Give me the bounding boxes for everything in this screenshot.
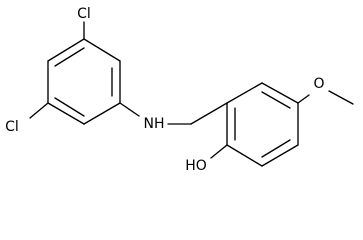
bond-left-ring-6: [47, 38, 85, 62]
bond-right-ring-double-2: [261, 139, 291, 158]
hydroxyl-label: HO: [185, 158, 207, 174]
chemical-structure: Cl Cl NH HO O: [5, 6, 354, 174]
bond-left-ring-double-3: [54, 97, 85, 117]
bond-ring-to-methoxy-o: [297, 94, 310, 104]
bond-ring-to-nh: [119, 102, 140, 117]
bond-left-ring-double-1: [54, 47, 85, 67]
bond-cl-bottom: [29, 102, 49, 119]
bond-left-ring-4: [47, 102, 85, 125]
bond-left-ring-3: [83, 102, 121, 125]
bond-methoxy-o-to-methyl: [328, 90, 354, 105]
bond-ring-to-oh: [210, 144, 228, 159]
bond-right-ring-4: [261, 144, 299, 167]
amine-label: NH: [144, 116, 165, 132]
chlorine-label-top: Cl: [77, 6, 91, 22]
chlorine-label-bottom: Cl: [5, 119, 19, 135]
bond-left-ring-1: [83, 38, 121, 62]
structure-canvas: Cl Cl NH HO O: [5, 6, 354, 174]
bond-right-ring-5: [226, 144, 263, 167]
bond-right-ring-1: [226, 82, 263, 104]
bond-ch2-to-ring: [190, 102, 228, 125]
bond-right-ring-double-1: [261, 91, 291, 109]
methoxy-oxygen-label: O: [313, 76, 324, 92]
bond-right-ring-2: [261, 82, 299, 104]
